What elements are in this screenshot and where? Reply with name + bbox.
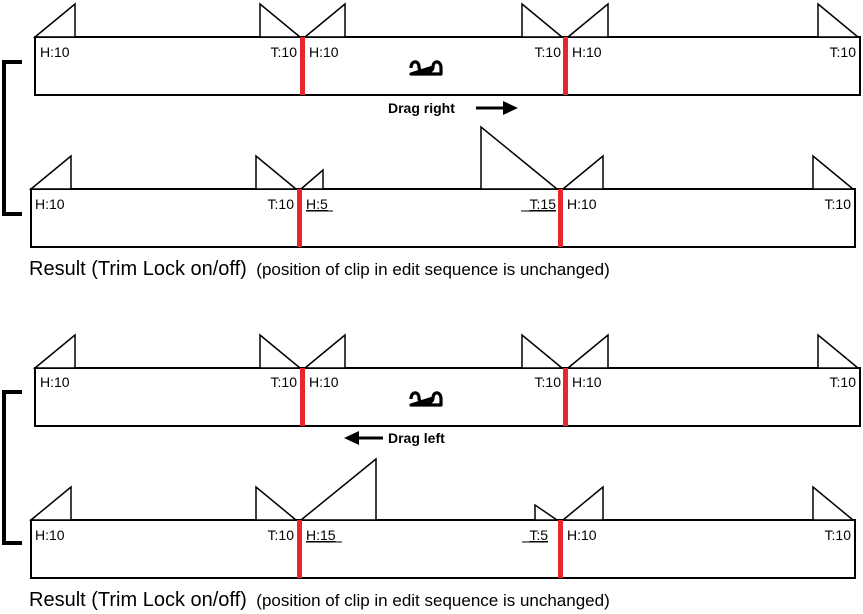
handle-triangle xyxy=(565,333,609,369)
handle-triangle xyxy=(480,125,560,190)
bracket xyxy=(2,60,22,216)
tail-label: T:10 xyxy=(830,374,857,390)
after-track: H:10 T:10 H:15 T:5 H:10 T:10 xyxy=(28,457,856,579)
handle-triangle xyxy=(255,485,299,521)
edit-point-marker xyxy=(297,520,302,578)
arrow-left-icon xyxy=(344,431,383,445)
trim-roller-icon xyxy=(409,391,443,407)
tail-label: T:10 xyxy=(268,196,295,212)
handle-triangle xyxy=(812,485,856,521)
result-sub: (position of clip in edit sequence is un… xyxy=(256,591,609,610)
arrow-right-icon xyxy=(476,101,518,115)
handle-triangle xyxy=(817,333,861,369)
handle-triangle xyxy=(32,2,76,38)
handle-triangle xyxy=(28,485,72,521)
handle-label: H:10 xyxy=(567,527,597,543)
handle-triangle xyxy=(302,2,346,38)
handle-triangle xyxy=(560,154,604,190)
tail-label: T:10 xyxy=(268,527,295,543)
before-track: H:10 T:10 H:10 T:10 H:10 T:10 xyxy=(32,2,861,96)
after-track: H:10 T:10 H:5 T:15 H:10 T:10 xyxy=(28,125,856,248)
before-track: H:10 T:10 H:10 T:10 H:10 T:10 xyxy=(32,333,861,427)
tail-label: T:10 xyxy=(535,44,562,60)
handle-triangle xyxy=(817,2,861,38)
tail-label: T:10 xyxy=(830,44,857,60)
handle-label: H:10 xyxy=(40,44,70,60)
trim-roller-icon xyxy=(409,60,443,76)
handle-triangle xyxy=(28,154,72,190)
drag-right-label: Drag right xyxy=(388,100,455,116)
panel-drag-left: H:10 T:10 H:10 T:10 H:10 T:10 Drag left xyxy=(2,333,861,611)
handle-label: H:10 xyxy=(40,374,70,390)
result-main: Result (Trim Lock on/off) xyxy=(29,258,247,280)
result-caption: Result (Trim Lock on/off) (position of c… xyxy=(29,258,610,280)
handle-triangle xyxy=(812,154,856,190)
handle-label: H:10 xyxy=(35,527,65,543)
handle-triangle xyxy=(565,2,609,38)
handle-triangle xyxy=(259,2,303,38)
handle-triangle xyxy=(255,154,299,190)
handle-triangle xyxy=(259,333,303,369)
result-sub: (position of clip in edit sequence is un… xyxy=(256,260,609,279)
handle-label: H:10 xyxy=(572,44,602,60)
handle-triangle xyxy=(560,485,604,521)
track-bar xyxy=(30,188,856,248)
handle-label: H:10 xyxy=(572,374,602,390)
handle-triangle xyxy=(534,503,560,521)
panel-drag-right: H:10 T:10 H:10 T:10 H:10 T:10 Drag right xyxy=(2,2,861,280)
tail-label: T:10 xyxy=(271,374,298,390)
tail-label: T:10 xyxy=(271,44,298,60)
edit-point-marker xyxy=(558,520,563,578)
tail-label: T:10 xyxy=(825,196,852,212)
handle-triangle xyxy=(302,333,346,369)
handle-label: H:10 xyxy=(567,196,597,212)
tail-label-changed: T:5 xyxy=(529,527,548,543)
edit-point-marker xyxy=(558,189,563,247)
drag-left-label: Drag left xyxy=(388,430,445,446)
handle-label-changed: H:15 xyxy=(306,527,336,543)
track-bar xyxy=(34,36,861,96)
tail-label-changed: T:15 xyxy=(530,196,557,212)
handle-label-changed: H:5 xyxy=(306,196,328,212)
handle-triangle xyxy=(521,333,565,369)
track-bar xyxy=(34,367,861,427)
track-bar xyxy=(30,519,856,579)
result-caption: Result (Trim Lock on/off) (position of c… xyxy=(29,589,610,611)
handle-triangle xyxy=(298,168,324,190)
tail-label: T:10 xyxy=(535,374,562,390)
tail-label: T:10 xyxy=(825,527,852,543)
edit-point-marker xyxy=(563,37,568,95)
handle-triangle xyxy=(521,2,565,38)
handle-label: H:10 xyxy=(309,44,339,60)
handle-triangle xyxy=(32,333,76,369)
edit-point-marker xyxy=(563,368,568,426)
bracket xyxy=(2,390,22,545)
edit-point-marker xyxy=(300,37,305,95)
edit-point-marker xyxy=(297,189,302,247)
handle-label: H:10 xyxy=(35,196,65,212)
handle-triangle xyxy=(298,457,377,521)
result-main: Result (Trim Lock on/off) xyxy=(29,589,247,611)
edit-point-marker xyxy=(300,368,305,426)
handle-label: H:10 xyxy=(309,374,339,390)
